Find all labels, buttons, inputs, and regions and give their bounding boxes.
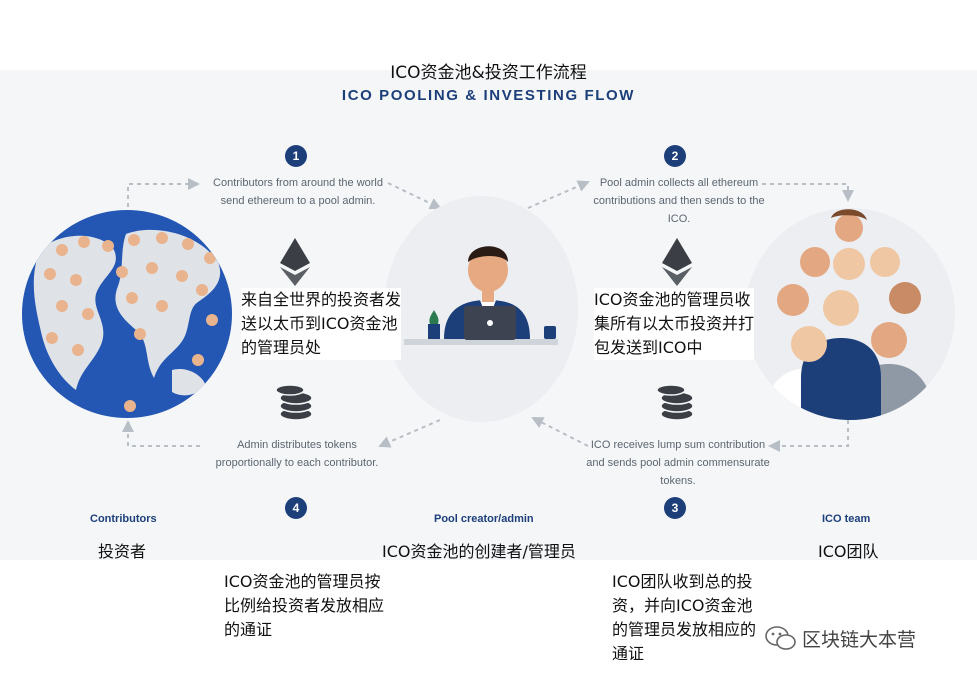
ico-team-label-chinese: ICO团队 [818,542,879,561]
ico-team-image [745,208,955,420]
title-english: ICO POOLING & INVESTING FLOW [341,87,636,104]
ethereum-icon [662,238,692,286]
step-4-badge: 4 [285,497,307,519]
arrow-step1-to-admin [387,182,442,210]
step-2-badge: 2 [664,145,686,167]
arrow-admin-to-step2 [527,180,590,209]
globe-image [22,210,232,418]
ethereum-icon [280,238,310,286]
step-4-chinese-annotation: ICO资金池的管理员按比例给投资者发放相应的通证 [224,572,385,639]
step-3-badge: 3 [664,497,686,519]
watermark: 区块链大本营 [764,624,916,652]
contributors-label: Contributors [90,513,157,525]
step-1-badge: 1 [285,145,307,167]
contributors-label-chinese: 投资者 [98,542,147,561]
arrow-step3-to-admin [531,417,589,447]
admin-label-chinese: ICO资金池的创建者/管理员 [382,542,576,561]
arrow-globe-to-step1 [127,178,200,215]
admin-circle [384,196,578,422]
step-1-text: Contributors from around the world send … [213,177,383,207]
globe-illustration [33,229,221,412]
step-3-text: ICO receives lump sum contribution and s… [586,439,770,487]
arrow-step4-to-globe [122,420,200,447]
step-2-chinese-annotation: ICO资金池的管理员收集所有以太币投资并打包发送到ICO中 [594,288,754,360]
step-4-text: Admin distributes tokens proportionally … [215,439,379,469]
coin-stack-icon [275,384,313,421]
step-3-chinese-annotation: ICO团队收到总的投资，并向ICO资金池的管理员发放相应的通证 [612,572,757,663]
admin-label: Pool creator/admin [434,513,534,525]
watermark-text: 区块链大本营 [802,628,917,651]
ico-team-label: ICO team [822,513,871,525]
team-illustration [765,209,933,420]
arrow-team-to-step3 [768,420,849,452]
step-1-chinese-annotation: 来自全世界的投资者发送以太币到ICO资金池的管理员处 [241,288,401,360]
title-chinese: ICO资金池&投资工作流程 [390,63,587,83]
arrow-step2-to-team [762,183,854,202]
arrow-admin-to-step4 [378,419,441,448]
wechat-icon [765,626,796,650]
admin-illustration [404,246,558,345]
coin-stack-icon [656,384,694,421]
step-2-text: Pool admin collects all ethereum contrib… [593,177,765,225]
